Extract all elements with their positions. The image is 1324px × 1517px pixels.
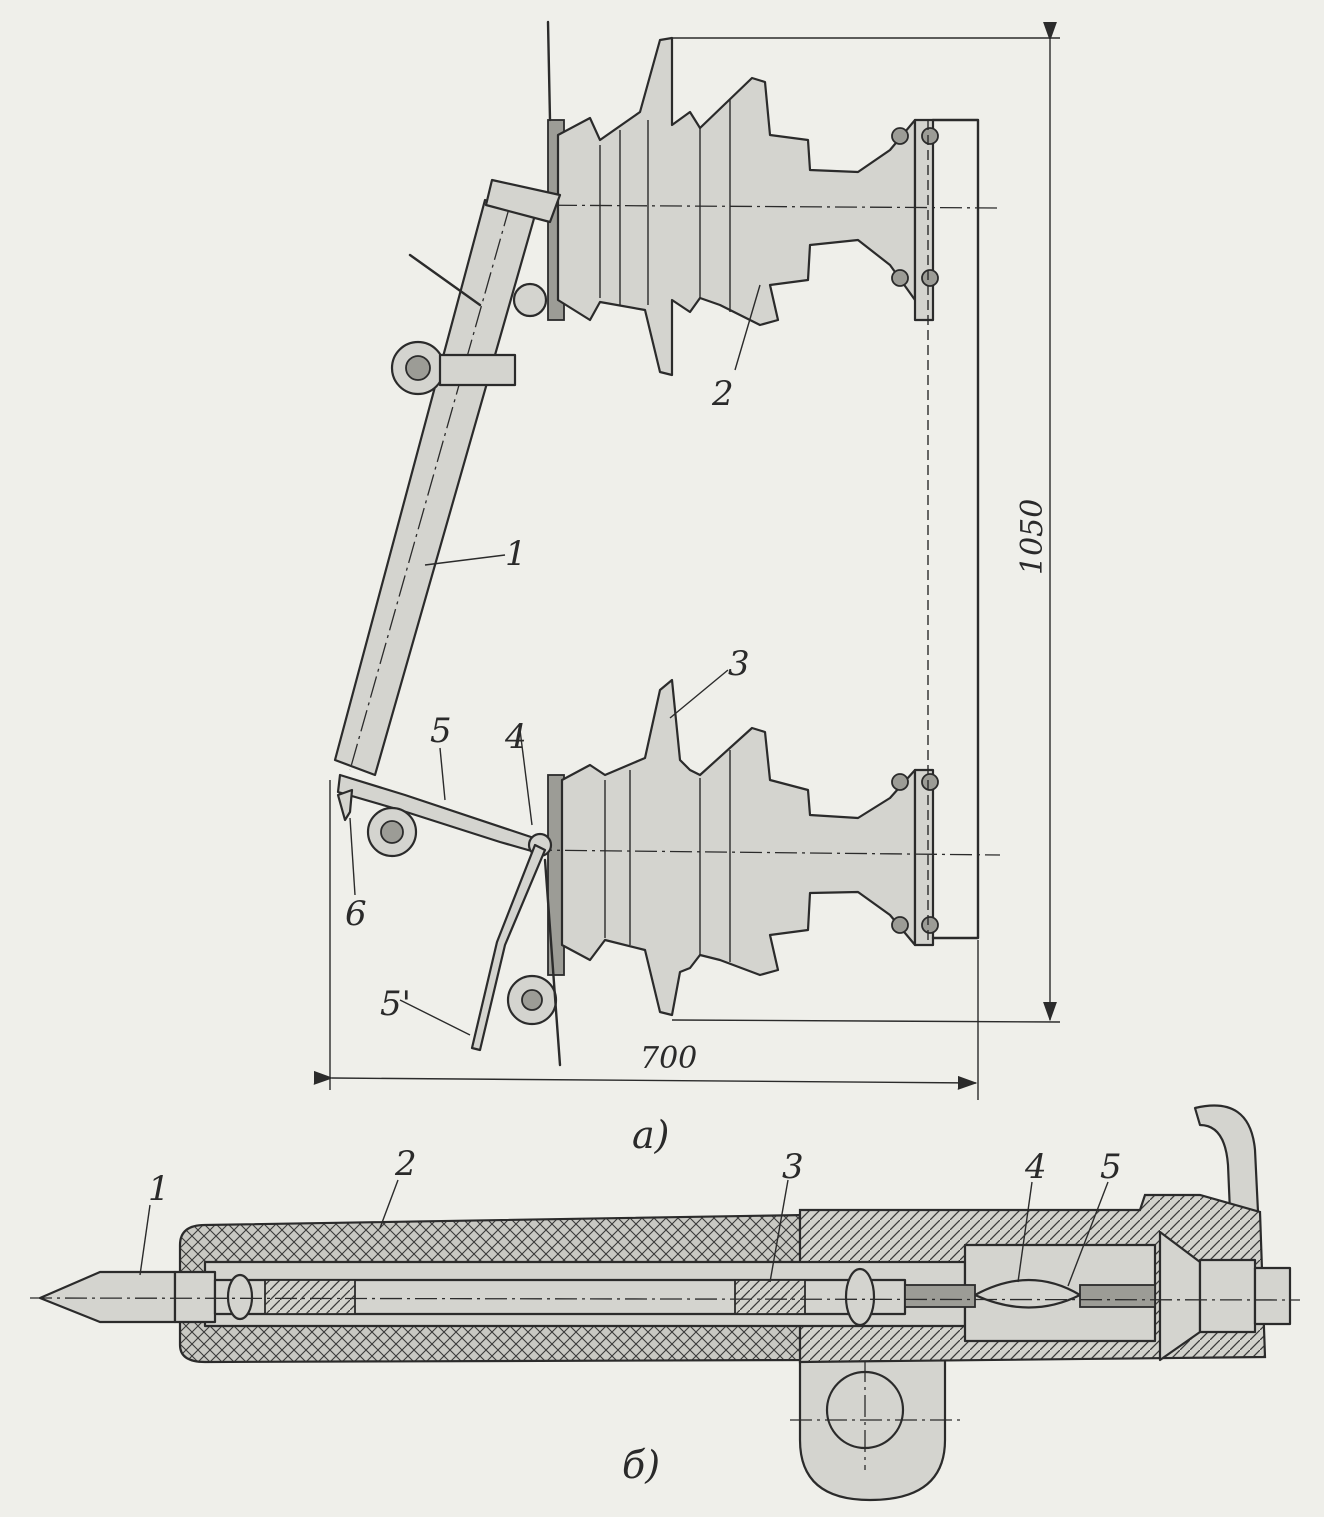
- leader-lines: [349, 284, 761, 1036]
- view-b-label-5: 5: [1100, 1147, 1122, 1187]
- mounting-frame: [927, 118, 980, 945]
- view-a-label-4: 4: [504, 717, 527, 757]
- view-b-drawing: 1 2 3 4 5 б): [29, 1104, 1301, 1502]
- view-b-label-3: 3: [782, 1147, 804, 1187]
- contact-tip: [38, 1270, 177, 1324]
- view-b-label-1: 1: [148, 1169, 170, 1209]
- view-a-label-5-prime: 5': [380, 984, 411, 1024]
- view-b-caption: б): [622, 1443, 660, 1487]
- view-b-label-4: 4: [1024, 1147, 1047, 1187]
- dimension-lines: [313, 21, 1061, 1100]
- width-dimension: 700: [640, 1041, 697, 1076]
- fuse-tube: [333, 20, 562, 777]
- view-a-label-1: 1: [505, 534, 527, 574]
- fuse-element-3: [734, 1279, 806, 1315]
- view-b-label-2: 2: [394, 1144, 417, 1184]
- upper-insulator: [519, 36, 1001, 377]
- view-a-label-5: 5: [430, 711, 452, 751]
- view-a-drawing: 1 2 3 4 5 5' 6 1050 700 а): [313, 20, 1061, 1157]
- fuse-element-upper: [264, 1279, 356, 1315]
- view-a-label-6: 6: [345, 894, 367, 934]
- mounting-lug: [790, 1358, 960, 1502]
- view-a-label-2: 2: [711, 374, 734, 414]
- view-a-caption: а): [632, 1113, 669, 1157]
- height-dimension: 1050: [1015, 499, 1050, 575]
- lower-contact-assembly: [336, 773, 562, 1067]
- lower-insulator: [529, 678, 1001, 1017]
- view-a-label-3: 3: [728, 644, 750, 684]
